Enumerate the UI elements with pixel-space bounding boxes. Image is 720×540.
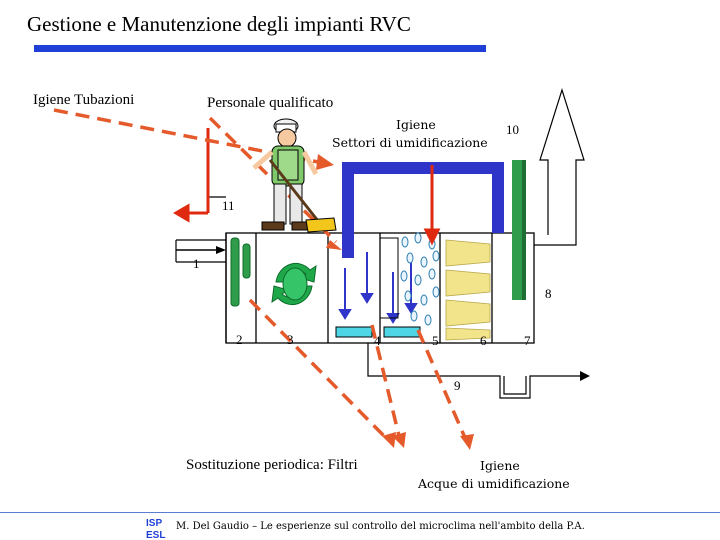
- number-1: 1: [193, 256, 200, 271]
- filter-frame: [379, 237, 399, 319]
- number-4: 4: [374, 333, 381, 348]
- number-6: 6: [480, 333, 487, 348]
- number-3: 3: [287, 332, 294, 347]
- logo-text-bottom: ESL: [146, 530, 165, 540]
- number-7: 7: [524, 333, 531, 348]
- isp-esl-logo: ISP ESL: [144, 515, 172, 540]
- label-personale-qualificato: Personale qualificato: [207, 95, 334, 111]
- drain-arrow: [580, 371, 590, 381]
- label-igiene-tubazioni: Igiene Tubazioni: [33, 92, 135, 108]
- footer-citation: M. Del Gaudio – Le esperienze sul contro…: [176, 521, 585, 532]
- exhaust-duct: [534, 87, 585, 246]
- red-arrows: [173, 128, 441, 254]
- water-tray: [367, 343, 534, 399]
- ahu-housing: [225, 232, 535, 344]
- logo-text-top: ISP: [146, 518, 162, 529]
- number-5: 5: [432, 333, 439, 348]
- cooling-coil-arrows: [338, 252, 418, 324]
- label-igiene-acque-line1: Igiene: [480, 458, 520, 473]
- supply-duct: [342, 160, 526, 300]
- label-igiene-settori-line2: Settori di umidificazione: [332, 135, 488, 150]
- number-2: 2: [236, 332, 243, 347]
- number-8: 8: [545, 286, 552, 301]
- intake-duct: [175, 128, 226, 263]
- number-9: 9: [454, 378, 461, 393]
- humidifier-droplets: [400, 232, 440, 326]
- dashed-arrowheads: [316, 154, 474, 450]
- worker-figure: [252, 118, 337, 233]
- label-sostituzione-filtri: Sostituzione periodica: Filtri: [186, 457, 358, 473]
- footer-divider: [0, 512, 720, 513]
- title-underline: [34, 45, 486, 52]
- number-10: 10: [506, 122, 519, 137]
- label-igiene-acque-line2: Acque di umidificazione: [418, 476, 570, 491]
- page-title: Gestione e Manutenzione degli impianti R…: [27, 12, 411, 36]
- droplet-separator: [445, 239, 491, 341]
- fan: [271, 262, 317, 306]
- label-igiene-settori-line1: Igiene: [396, 117, 436, 132]
- heating-coil: [230, 237, 251, 307]
- number-11: 11: [222, 198, 235, 213]
